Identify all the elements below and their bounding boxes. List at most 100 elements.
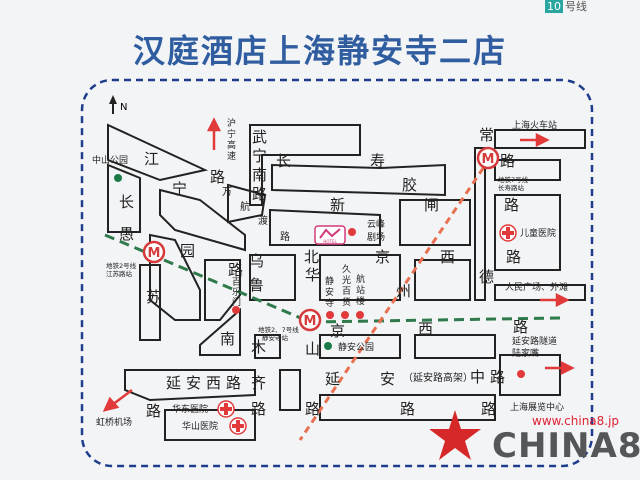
hospital-icon: [229, 417, 247, 435]
label-hunan-exp-4: 速: [227, 151, 236, 162]
metro-jingansi-line: 地铁2、7号线: [258, 325, 299, 334]
metro-jingansi-name: 静安寺站: [262, 333, 289, 342]
street-huashan-3: 路: [305, 400, 320, 418]
dir-railway: 上海火车站: [512, 119, 557, 131]
map-frame: [80, 78, 594, 468]
metro-jiangsu-name: 江苏路站: [106, 269, 133, 278]
street-yuyuan-1: 愚: [119, 225, 134, 243]
hospital-icon: [499, 224, 517, 242]
dir-peoples-square: 人民广场、外滩: [505, 281, 568, 293]
street-huashan-2: 山: [305, 340, 320, 358]
street-yuyuan-3: 路: [228, 261, 243, 279]
label-jingansi-1: 静: [325, 275, 334, 287]
poi-dots: [232, 228, 525, 378]
street-xinzha-1: 新: [330, 196, 345, 214]
street-beijing-1: 北: [304, 248, 319, 266]
label-jingan-park: 静安公园: [338, 341, 374, 353]
street-nanjing-2: 京: [330, 322, 345, 340]
metro-line-2: [104, 233, 311, 324]
street-yanan-mid-2: 安: [380, 370, 395, 388]
street-wulumuqi-2: 鲁: [249, 276, 264, 294]
street-changshou-3: 路: [500, 152, 515, 170]
street-yanan-1: 延: [166, 374, 181, 392]
street-beijing-2: 京: [375, 248, 390, 266]
label-hangzhan-3: 楼: [356, 295, 365, 307]
street-wuning-1: 武: [252, 128, 267, 146]
label-hunan-exp-1: 沪: [227, 117, 236, 129]
watermark-logo: [430, 410, 481, 460]
street-wuhangdu-2: 航: [240, 200, 250, 213]
street-changning-3: 路: [210, 168, 225, 186]
street-wuhangdu-4: 路: [280, 230, 290, 243]
label-jiuguang-1: 久: [342, 263, 351, 275]
hospital-icon: [217, 400, 235, 418]
label-baile-3: 门: [232, 296, 241, 308]
street-yanan-elevated: （延安路高架）: [403, 371, 473, 384]
label-hangzhan-2: 站: [356, 284, 365, 296]
street-changde-2: 德: [479, 268, 494, 286]
svg-text:M: M: [304, 314, 317, 329]
label-jingansi-2: 安: [325, 286, 334, 298]
street-yanan-mid-3: 中: [470, 368, 485, 386]
street-jiaozhou-3: 路: [400, 400, 415, 418]
street-changde-3: 路: [481, 400, 496, 418]
direction-labels: 上海火车站 人民广场、外滩 延安路隧道 陆家嘴 虹桥机场: [96, 119, 568, 428]
watermark-url: www.china8.jp: [532, 414, 620, 428]
street-wulumuqi-1: 乌: [249, 252, 264, 270]
metro-station-icon: M: [476, 146, 500, 170]
svg-text:M: M: [148, 246, 161, 261]
label-zhongshan-park: 中山公园: [92, 154, 128, 166]
street-changshou-1: 长: [276, 152, 291, 170]
arrow-icon: [102, 389, 133, 412]
label-childrens-hospital: 儿童医院: [520, 227, 556, 239]
metro-station-icon: M: [298, 308, 322, 332]
metro-changshou-line: 地铁7号线: [498, 175, 529, 184]
arrow-icon: [206, 117, 222, 150]
park-marker-icon: [114, 174, 122, 182]
arrow-icon: [545, 360, 575, 376]
street-wulumuqi-3: 木: [251, 338, 266, 356]
street-jiangsu-3: 路: [146, 402, 161, 420]
metro-labels: 地铁7号线 长寿路站 地铁2号线 江苏路站 地铁2、7号线 静安寺站: [106, 175, 529, 342]
street-yanan-4: 路: [226, 374, 241, 392]
street-yanan-2: 安: [186, 374, 201, 392]
arrow-icon: [540, 292, 570, 308]
street-changde-1: 常: [479, 126, 494, 144]
street-blocks: [107, 123, 586, 441]
label-hangzhan-1: 航: [356, 273, 365, 285]
street-yanan-3: 西: [206, 374, 221, 392]
label-baile-1: 百: [232, 277, 241, 288]
hotel-logo-icon: HOTEL: [314, 225, 346, 245]
metro-station-icon: M: [142, 240, 166, 264]
star-icon: [430, 410, 481, 460]
svg-text:HOTEL: HOTEL: [323, 239, 337, 244]
label-hunan-exp-3: 高: [227, 139, 236, 151]
place-labels: 沪 宁 高 速 中山公园 静安公园 云峰 剧场 百 乐 门 久 光 百 货 静 …: [92, 117, 564, 432]
street-changshou-2: 寿: [370, 152, 385, 170]
street-beijing-3: 西: [440, 248, 455, 266]
label-jiuguang-2: 光: [342, 274, 351, 286]
street-nanjing-1: 南: [220, 330, 235, 348]
street-yanan-mid-1: 延: [325, 370, 340, 388]
label-jiuguang-3: 百: [342, 286, 351, 297]
label-jiuguang-4: 货: [342, 296, 351, 308]
street-beijing-4: 路: [506, 248, 521, 266]
label-huashan-hospital: 华山医院: [182, 420, 218, 432]
arrow-icon: [520, 132, 550, 148]
svg-text:M: M: [482, 152, 495, 167]
watermark-text: CHINA8: [492, 426, 640, 466]
street-xinzha-2: 闸: [424, 196, 439, 214]
street-nanjing-4: 路: [513, 318, 528, 336]
label-exhibition-center: 上海展览中心: [510, 401, 564, 413]
label-hunan-exp-2: 宁: [227, 128, 236, 140]
street-labels: 江 苏 路 长 宁 路 愚 园 路 万 航 渡 路 武 宁 南 路 长 寿 路 …: [119, 126, 528, 420]
street-jiangsu-2: 苏: [146, 288, 161, 306]
street-nanjing-3: 西: [418, 320, 433, 338]
street-wulumuqi-4: 齐: [251, 374, 266, 392]
dir-lujiazui: 陆家嘴: [512, 347, 539, 359]
park-marker-icon: [324, 342, 332, 350]
street-jiaozhou-1: 胶: [402, 176, 417, 194]
label-yunfeng-1: 云峰: [367, 219, 385, 230]
